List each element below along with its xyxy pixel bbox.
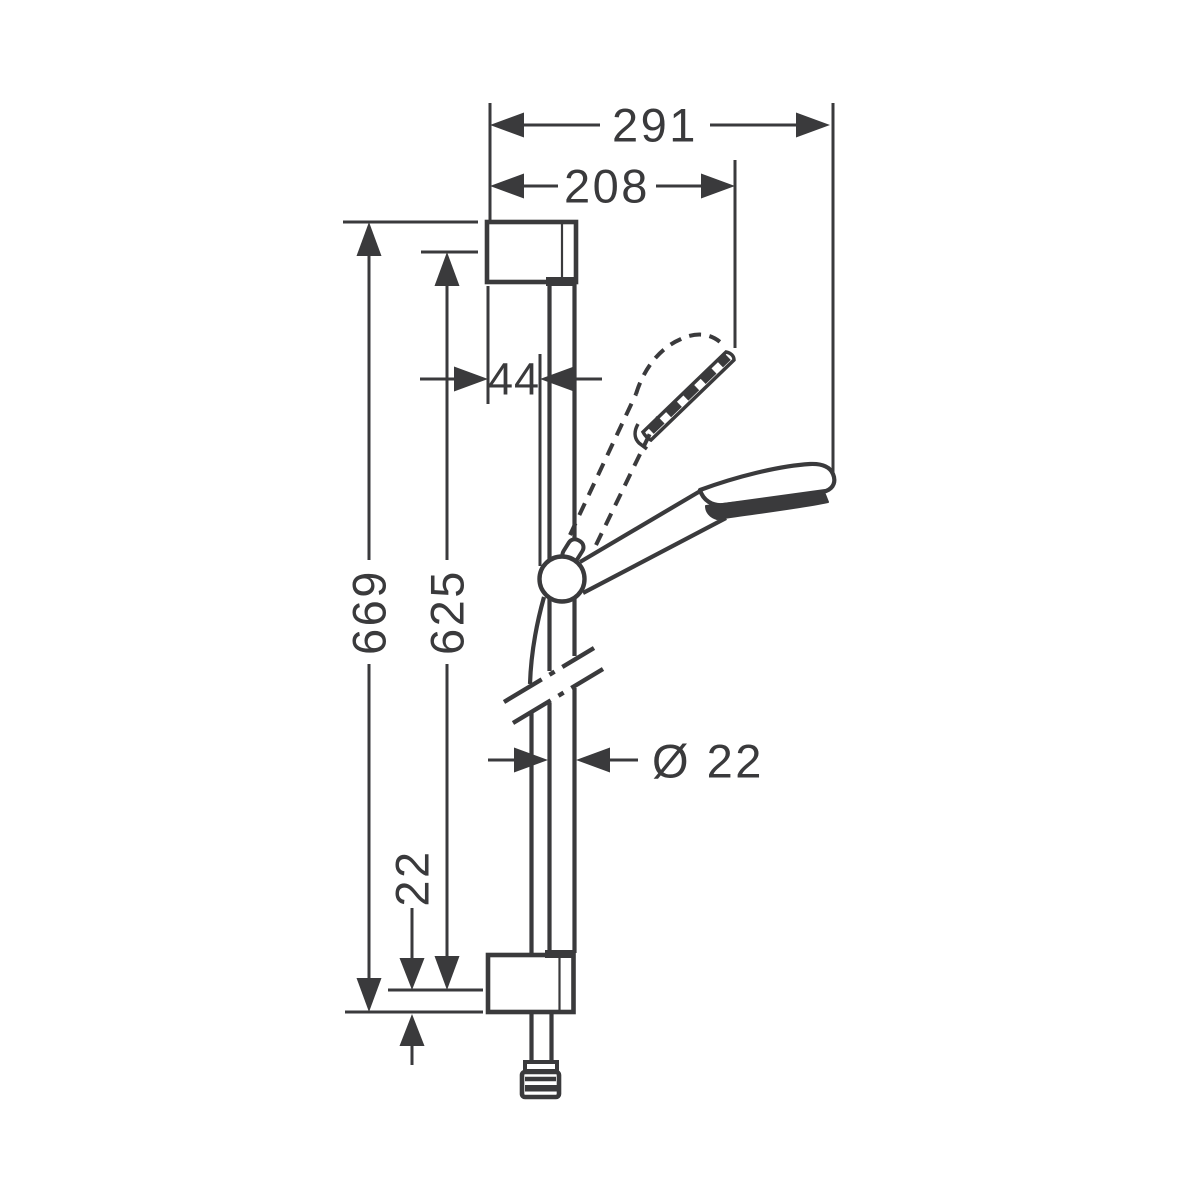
alt-handle-edge bbox=[568, 393, 638, 536]
alt-head-face-outline bbox=[640, 350, 736, 443]
arrowhead-right bbox=[796, 112, 830, 138]
dim-208-label: 208 bbox=[564, 160, 650, 213]
dim-44-label: 44 bbox=[488, 354, 540, 405]
break-line bbox=[511, 667, 605, 725]
handle-bottom-edge bbox=[582, 516, 727, 595]
wall-bracket-top bbox=[484, 219, 579, 286]
arrowhead-left bbox=[454, 366, 488, 392]
dimension-208: 208 bbox=[490, 160, 735, 213]
hand-shower-solid bbox=[537, 461, 837, 604]
dimension-291: 291 bbox=[490, 99, 830, 152]
dimension-dia-22: Ø 22 bbox=[488, 735, 764, 788]
arrowhead-left bbox=[490, 112, 524, 138]
arrowhead-right bbox=[576, 747, 610, 773]
handle-top-edge bbox=[578, 488, 704, 564]
hand-shower-alt-position bbox=[568, 332, 736, 546]
alt-head-notch bbox=[633, 423, 649, 451]
arrowhead-left bbox=[514, 747, 548, 773]
dimension-22: 22 bbox=[386, 849, 439, 1065]
alt-spray-face bbox=[648, 354, 731, 434]
shower-hose bbox=[527, 596, 554, 1063]
pipe-break-symbol bbox=[502, 646, 605, 725]
extension-lines bbox=[343, 103, 835, 1014]
wall-bracket-bottom bbox=[485, 950, 576, 1015]
dim-291-label: 291 bbox=[612, 99, 698, 152]
holder-pivot bbox=[537, 554, 587, 604]
arrowhead-bottom bbox=[356, 978, 382, 1012]
bracket-body bbox=[485, 952, 576, 1015]
dim-22-label: 22 bbox=[386, 849, 439, 906]
dim-669-label: 669 bbox=[343, 569, 396, 655]
dim-dia22-label: Ø 22 bbox=[652, 735, 764, 788]
connector-band bbox=[525, 1085, 557, 1092]
connector-nut bbox=[519, 1069, 562, 1100]
bracket-clamp-band bbox=[545, 950, 574, 958]
bracket-clamp-band bbox=[546, 277, 576, 286]
hose-curve bbox=[527, 596, 547, 685]
arrowhead-left bbox=[490, 173, 524, 199]
arrowhead-down bbox=[399, 958, 425, 990]
alt-handle-edge bbox=[594, 416, 660, 546]
arrowhead-bottom bbox=[434, 956, 460, 990]
dimension-669: 669 bbox=[343, 222, 396, 1012]
connector-collar bbox=[523, 1060, 559, 1073]
dimension-625: 625 bbox=[421, 252, 474, 990]
break-line bbox=[502, 646, 596, 704]
arrowhead-right bbox=[701, 173, 735, 199]
arrowhead-right bbox=[540, 366, 574, 392]
arrowhead-top bbox=[356, 222, 382, 256]
arrowhead-up bbox=[399, 1014, 425, 1046]
alt-head-outline bbox=[634, 332, 726, 395]
dimension-44: 44 bbox=[420, 354, 602, 405]
hose-connector bbox=[519, 1060, 562, 1100]
spray-face bbox=[705, 491, 829, 520]
dim-625-label: 625 bbox=[421, 569, 474, 655]
arrowhead-top bbox=[434, 252, 460, 286]
